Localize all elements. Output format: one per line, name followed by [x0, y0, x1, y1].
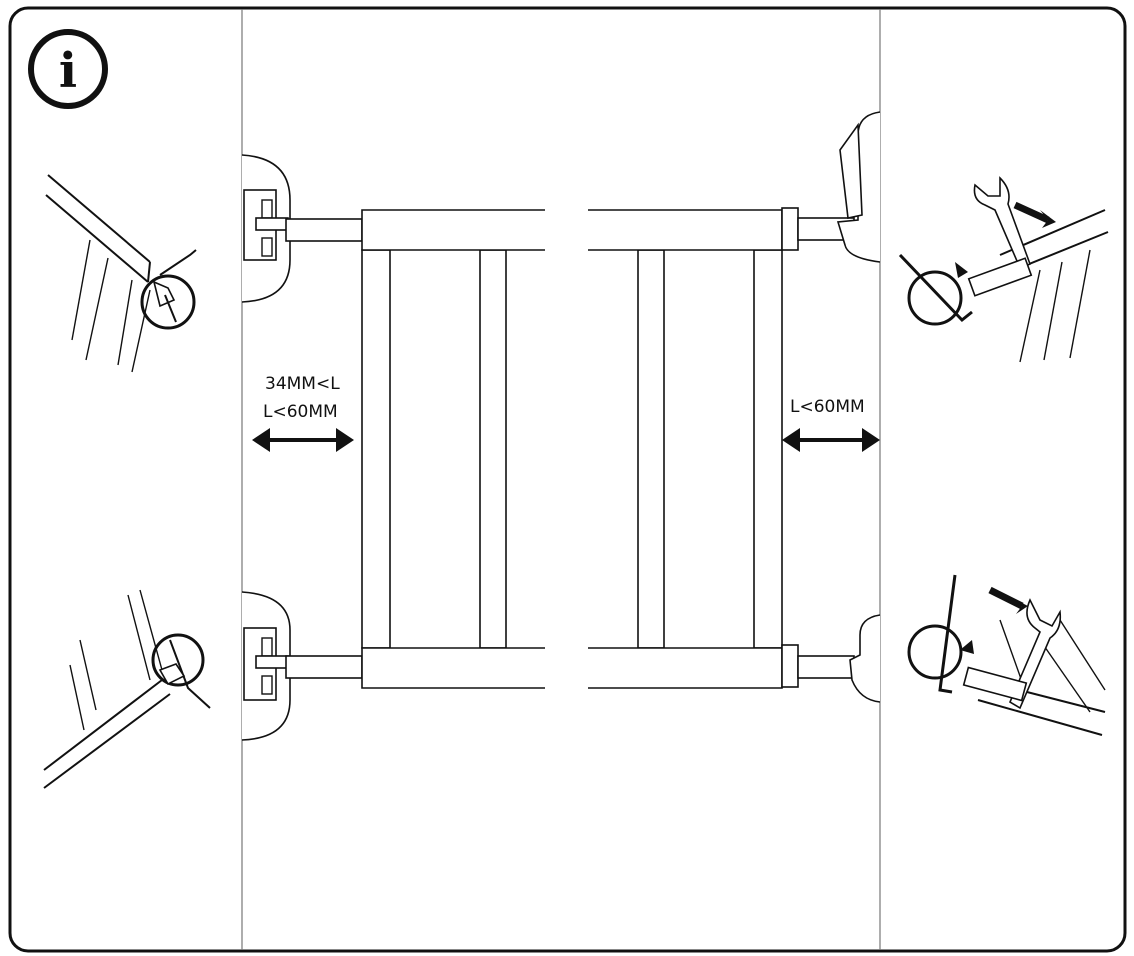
left-gap-label-line1: 34MM<L	[265, 374, 340, 394]
right-top-wall-mount	[781, 111, 881, 263]
arrow-left-head	[252, 428, 270, 452]
outer-frame	[8, 6, 1127, 953]
right-gap-label: L<60MM	[790, 397, 865, 417]
right-bottom-wall-mount	[781, 614, 881, 703]
gate-left-half	[361, 209, 545, 689]
detail-bottom-left-hex-key	[43, 589, 211, 789]
arrow-left-head	[782, 428, 800, 452]
info-icon: i	[28, 29, 108, 109]
left-gap-label-line2: L<60MM	[263, 402, 338, 422]
left-top-wall-mount	[241, 154, 363, 303]
detail-bottom-right-wrench	[907, 574, 1106, 736]
gate-right-half	[588, 209, 783, 689]
info-icon-glyph: i	[59, 43, 77, 99]
left-gap-dimension: 34MM<L L<60MM	[252, 374, 354, 452]
arrow-right-head	[336, 428, 354, 452]
arrow-right-head	[862, 428, 880, 452]
right-gap-dimension: L<60MM	[782, 397, 880, 452]
detail-top-left-hex-key	[45, 174, 197, 373]
left-bottom-wall-mount	[241, 591, 363, 741]
detail-top-right-wrench	[898, 176, 1109, 363]
